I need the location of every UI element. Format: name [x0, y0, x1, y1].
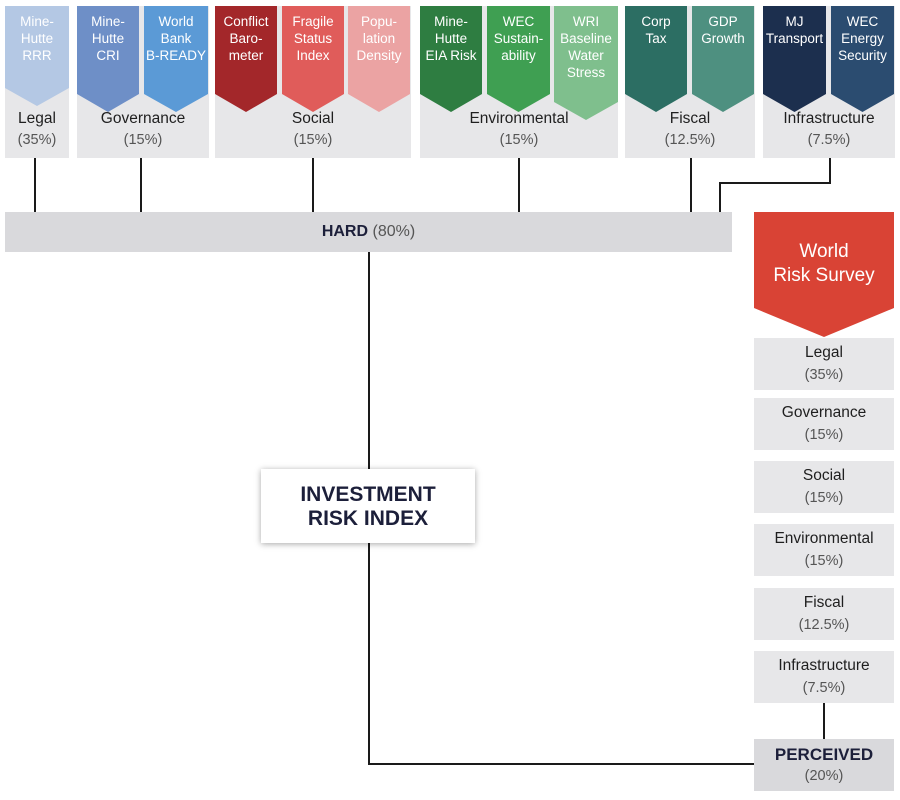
survey-category-social: Social (15%)	[754, 461, 894, 513]
survey-category-weight: (35%)	[804, 367, 844, 383]
survey-category-governance: Governance (15%)	[754, 398, 894, 450]
survey-category-name: Social	[802, 467, 846, 484]
survey-label: World Risk Survey	[773, 241, 875, 286]
connector-hard-to-index	[368, 252, 370, 469]
category-name: Legal	[18, 110, 56, 127]
source-tag: Mine- Hutte RRR	[5, 6, 69, 106]
connector-fiscal	[690, 158, 692, 212]
connector-legal	[34, 158, 36, 212]
category-weight: (35%)	[17, 132, 57, 148]
connector-infrastructure-down	[719, 182, 721, 212]
category-weight: (12.5%)	[664, 132, 716, 148]
source-tag-shape	[692, 6, 754, 112]
source-tag: Mine- Hutte CRI	[77, 6, 139, 112]
source-tag-shape	[144, 6, 208, 112]
source-tag-label: Popu- lation Density	[356, 14, 402, 63]
perceived-box: PERCEIVED (20%)	[754, 739, 894, 791]
source-tag-label: WEC Energy Security	[838, 14, 887, 63]
hard-bar: HARD (80%)	[5, 212, 732, 252]
connector-environmental	[518, 158, 520, 212]
source-tag: Mine- Hutte EIA Risk	[420, 6, 482, 112]
source-tag-label: GDP Growth	[701, 14, 745, 46]
connector-infrastructure-up	[829, 158, 831, 184]
survey-category-name: Legal	[805, 344, 843, 361]
survey-category-legal: Legal (35%)	[754, 338, 894, 390]
source-tag-label: WRI Baseline Water Stress	[560, 14, 612, 80]
source-tag-label: Mine- Hutte RRR	[20, 14, 54, 63]
source-tag-shape	[215, 6, 277, 112]
survey-category-infrastructure: Infrastructure (7.5%)	[754, 651, 894, 703]
survey-category-weight: (7.5%)	[802, 680, 846, 696]
source-tag-shape	[420, 6, 482, 112]
survey-category-name: Fiscal	[803, 594, 845, 611]
connector-governance	[140, 158, 142, 212]
connector-social	[312, 158, 314, 212]
category-weight: (15%)	[499, 132, 539, 148]
source-tag-shape	[831, 6, 894, 112]
source-tag-shape	[77, 6, 139, 112]
hard-label: HARD	[321, 223, 369, 240]
category-name: Environmental	[469, 110, 569, 127]
source-tag-label: World Bank B-READY	[145, 14, 206, 63]
source-tag-shape	[5, 6, 69, 106]
category-name: Social	[291, 110, 335, 127]
source-tag-shape	[487, 6, 550, 112]
survey-category-name: Environmental	[774, 530, 874, 547]
source-tag-label: Conflict Baro- meter	[223, 14, 269, 63]
source-tag: GDP Growth	[692, 6, 754, 112]
index-title: INVESTMENT RISK INDEX	[300, 483, 436, 530]
source-tag: WEC Energy Security	[831, 6, 894, 112]
survey-category-name: Governance	[781, 404, 867, 421]
source-tag: WRI Baseline Water Stress	[554, 6, 618, 120]
survey-category-weight: (15%)	[804, 427, 844, 443]
survey-category-fiscal: Fiscal (12.5%)	[754, 588, 894, 640]
survey-category-weight: (12.5%)	[798, 617, 850, 633]
survey-category-name: Infrastructure	[778, 657, 870, 674]
source-tag-shape	[763, 6, 826, 112]
category-name: Governance	[100, 110, 186, 127]
category-weight: (7.5%)	[807, 132, 851, 148]
source-tag-label: WEC Sustain- ability	[493, 14, 544, 63]
source-tag-label: Corp Tax	[641, 14, 671, 46]
source-tag-label: MJ Transport	[765, 14, 824, 46]
category-name: Infrastructure	[783, 110, 875, 127]
source-tag: World Bank B-READY	[144, 6, 208, 112]
investment-risk-index-box: INVESTMENT RISK INDEX	[261, 469, 475, 543]
category-weight: (15%)	[123, 132, 163, 148]
source-tag-label: Mine- Hutte CRI	[91, 14, 125, 63]
connector-infrastructure-across	[719, 182, 831, 184]
source-tag: Corp Tax	[625, 6, 687, 112]
perceived-pct: (20%)	[804, 768, 844, 784]
category-weight: (15%)	[293, 132, 333, 148]
source-tag-shape	[282, 6, 344, 112]
connector-index-down	[368, 543, 370, 765]
source-tag: Fragile Status Index	[282, 6, 344, 112]
source-tag: Conflict Baro- meter	[215, 6, 277, 112]
survey-category-environmental: Environmental (15%)	[754, 524, 894, 576]
source-tag-label: Fragile Status Index	[292, 14, 334, 63]
source-tag-shape	[348, 6, 410, 112]
source-tag: WEC Sustain- ability	[487, 6, 550, 112]
connector-index-to-perceived	[368, 763, 754, 765]
source-tag: Popu- lation Density	[348, 6, 410, 112]
source-tag-shape	[554, 6, 618, 120]
source-tag-label: Mine- Hutte EIA Risk	[425, 14, 477, 63]
survey-chevron-shape	[754, 212, 894, 337]
source-tag: MJ Transport	[763, 6, 826, 112]
connector-survey-to-perceived	[823, 703, 825, 739]
category-name: Fiscal	[669, 110, 711, 127]
survey-category-weight: (15%)	[804, 490, 844, 506]
survey-category-weight: (15%)	[804, 553, 844, 569]
perceived-label: PERCEIVED	[774, 745, 874, 764]
source-tag-shape	[625, 6, 687, 112]
world-risk-survey-header: World Risk Survey	[754, 212, 894, 337]
hard-pct: (80%)	[372, 223, 416, 240]
